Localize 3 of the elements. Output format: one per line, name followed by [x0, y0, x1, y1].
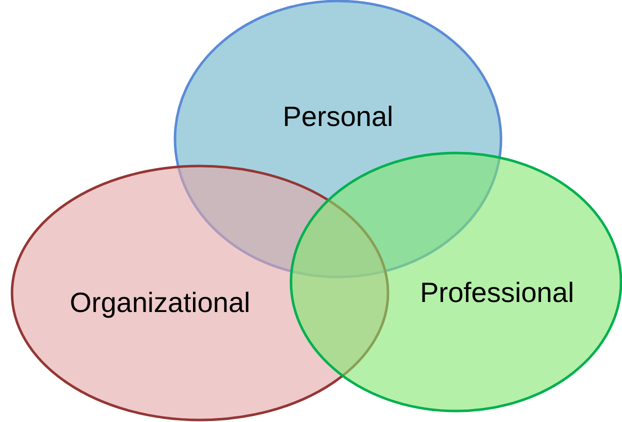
- set-label: Organizational: [70, 289, 250, 317]
- set-label: Professional: [420, 279, 574, 307]
- set-label: Personal: [282, 103, 394, 131]
